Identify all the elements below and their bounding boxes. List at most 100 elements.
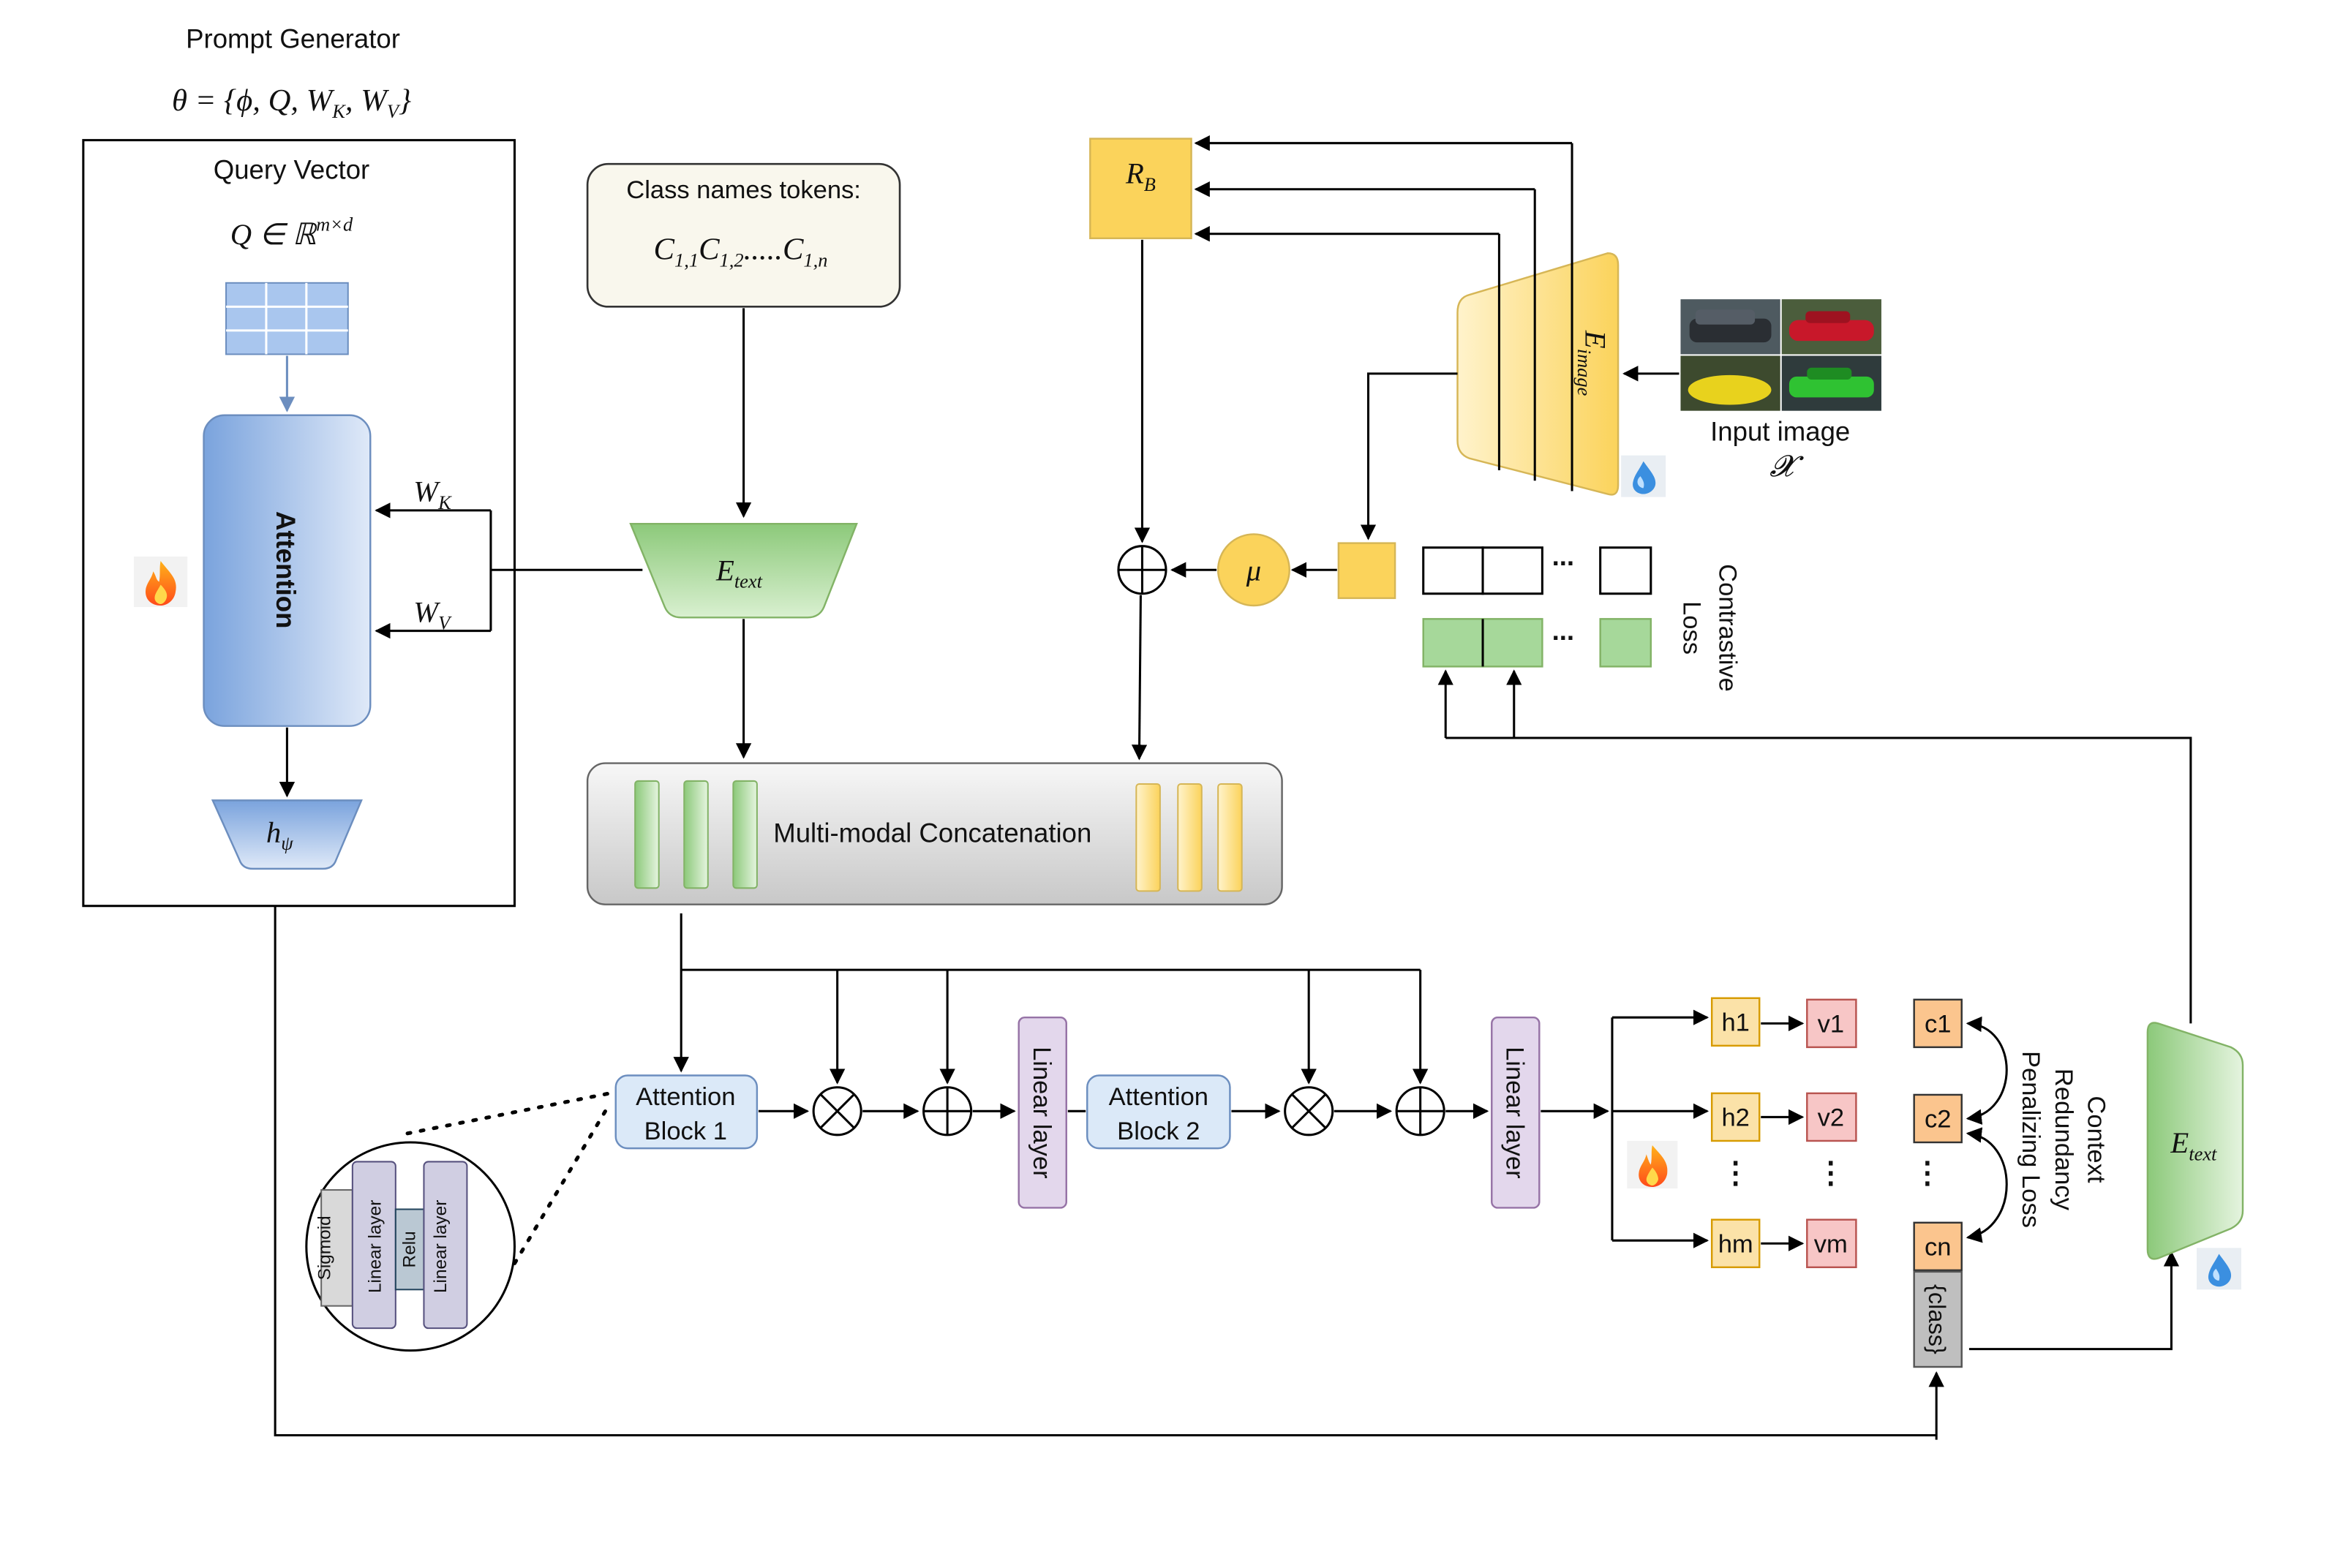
fire-icon xyxy=(1627,1140,1678,1189)
attention-block-1-line1: Attention xyxy=(636,1083,735,1111)
zoom-sigmoid: Sigmoid xyxy=(315,1189,353,1307)
zoom-linear-layer-2: Linear layer xyxy=(423,1161,468,1330)
h-vdots: ⋮ xyxy=(1720,1156,1750,1189)
image-embedding-row xyxy=(1422,546,1652,595)
redundancy-loss-label: Context Redundancy Penalizing Loss xyxy=(2017,1051,2110,1228)
svg-text:h1: h1 xyxy=(1721,1009,1749,1037)
h-psi-block xyxy=(211,799,363,870)
mu-label: μ xyxy=(1246,554,1261,587)
class-token-box: {class} xyxy=(1913,1270,1963,1368)
v2-box: v2 xyxy=(1806,1092,1857,1142)
input-image-label: Input image xyxy=(1710,416,1850,446)
e-text-right-label: Etext xyxy=(2170,1126,2217,1164)
input-image-symbol: 𝓧 xyxy=(1769,450,1804,483)
multimodal-concatenation-block xyxy=(586,762,1283,905)
add-node-2 xyxy=(1395,1086,1445,1137)
svg-text:Linear layer: Linear layer xyxy=(431,1200,451,1293)
text-feature-bars xyxy=(634,780,758,889)
text-embedding-dots: ... xyxy=(1552,616,1574,646)
c2-cn-loss-arrow xyxy=(1966,1127,2008,1243)
frozen-icon xyxy=(2196,1248,2241,1290)
multiply-node-2 xyxy=(1284,1086,1334,1137)
r-b-label: RB xyxy=(1125,157,1156,195)
class-to-etext-arrow xyxy=(1968,1251,2180,1351)
e-image-label: Eimage xyxy=(1573,330,1611,396)
svg-text:Sigmoid: Sigmoid xyxy=(315,1215,334,1280)
prompt-feedback-line xyxy=(274,905,1937,1437)
wk-label: WK xyxy=(413,475,452,513)
e-image-encoder xyxy=(1456,252,1620,496)
zoom-dotted-line-top xyxy=(405,1091,612,1136)
linear-layer-1 xyxy=(1018,1016,1067,1209)
image-embedding-dots: ... xyxy=(1552,541,1574,571)
prompt-generator-title: Prompt Generator xyxy=(186,24,400,54)
query-vector-title: Query Vector xyxy=(214,155,369,185)
svg-text:c2: c2 xyxy=(1925,1106,1952,1134)
attention-block xyxy=(203,414,372,727)
h1-box: h1 xyxy=(1710,997,1761,1047)
svg-text:c1: c1 xyxy=(1925,1011,1952,1039)
svg-text:cn: cn xyxy=(1925,1234,1952,1262)
vm-box: vm xyxy=(1806,1218,1857,1268)
r-b-block xyxy=(1089,137,1192,240)
e-text-label: Etext xyxy=(715,554,763,592)
query-vector-formula: Q ∈ ℝm×d xyxy=(230,214,353,251)
c1-box: c1 xyxy=(1913,998,1963,1049)
contrastive-loss-label: Contrastive Loss xyxy=(1678,564,1742,692)
fire-icon xyxy=(133,556,188,608)
linear-layer-1-label: Linear layer xyxy=(1028,1047,1056,1179)
svg-text:Penalizing Loss: Penalizing Loss xyxy=(2017,1051,2045,1228)
zoom-linear-layer-1: Linear layer xyxy=(351,1161,396,1330)
svg-text:Relu: Relu xyxy=(399,1231,419,1267)
add-node-1 xyxy=(922,1086,973,1137)
svg-text:h2: h2 xyxy=(1721,1104,1749,1132)
hm-box: hm xyxy=(1710,1218,1761,1268)
attention-block-2-line1: Attention xyxy=(1109,1083,1208,1111)
svg-text:v2: v2 xyxy=(1818,1104,1844,1132)
linear-layer-2-label: Linear layer xyxy=(1501,1047,1529,1179)
attention-label: Attention xyxy=(271,511,301,629)
svg-text:Loss: Loss xyxy=(1678,601,1706,655)
attention-block-2-line2: Block 2 xyxy=(1117,1117,1200,1145)
c2-box: c2 xyxy=(1913,1093,1963,1144)
multiply-node-1 xyxy=(812,1086,862,1137)
attention-block-2 xyxy=(1086,1074,1231,1150)
svg-text:hm: hm xyxy=(1718,1230,1753,1258)
car-images xyxy=(1680,299,1881,411)
sum-node-top xyxy=(1117,545,1167,595)
concat-label: Multi-modal Concatenation xyxy=(773,818,1091,848)
zoom-relu: Relu xyxy=(394,1208,425,1291)
v-vdots: ⋮ xyxy=(1816,1156,1846,1189)
svg-text:vm: vm xyxy=(1814,1230,1848,1258)
encoder-to-feature-arrow xyxy=(1360,372,1458,540)
svg-text:Contrastive: Contrastive xyxy=(1713,564,1741,692)
e-text-right-encoder xyxy=(2146,1022,2244,1260)
c-vdots: ⋮ xyxy=(1913,1156,1943,1189)
class-names-title: Class names tokens: xyxy=(626,176,861,204)
attention-block-1-line2: Block 1 xyxy=(644,1117,727,1145)
v1-box: v1 xyxy=(1806,998,1857,1049)
h-psi-label: hψ xyxy=(266,815,293,853)
mu-node xyxy=(1216,533,1290,607)
e-text-encoder xyxy=(629,522,858,619)
image-feature-box xyxy=(1337,542,1396,600)
theta-formula: θ = {ϕ, Q, WK, WV} xyxy=(172,83,411,122)
c1-c2-loss-arrow xyxy=(1966,1016,2008,1125)
text-embedding-row xyxy=(1422,618,1652,668)
wv-label: WV xyxy=(413,595,452,633)
svg-text:{class}: {class} xyxy=(1924,1284,1950,1354)
query-matrix-icon xyxy=(225,282,349,355)
cn-box: cn xyxy=(1913,1221,1963,1272)
attention-block-1 xyxy=(614,1074,759,1150)
etext-right-return-line xyxy=(1445,736,2192,1024)
image-feature-bars xyxy=(1135,783,1243,892)
class-names-formula: C1,1C1,2.....C1,n xyxy=(654,232,828,271)
class-names-tokens-box xyxy=(586,162,901,308)
frozen-icon xyxy=(1621,455,1666,497)
linear-layer-2 xyxy=(1491,1016,1541,1209)
svg-text:Linear layer: Linear layer xyxy=(365,1200,385,1293)
h2-box: h2 xyxy=(1710,1092,1761,1142)
sum-to-concat-arrow xyxy=(1131,595,1148,761)
svg-text:Redundancy: Redundancy xyxy=(2050,1068,2077,1211)
